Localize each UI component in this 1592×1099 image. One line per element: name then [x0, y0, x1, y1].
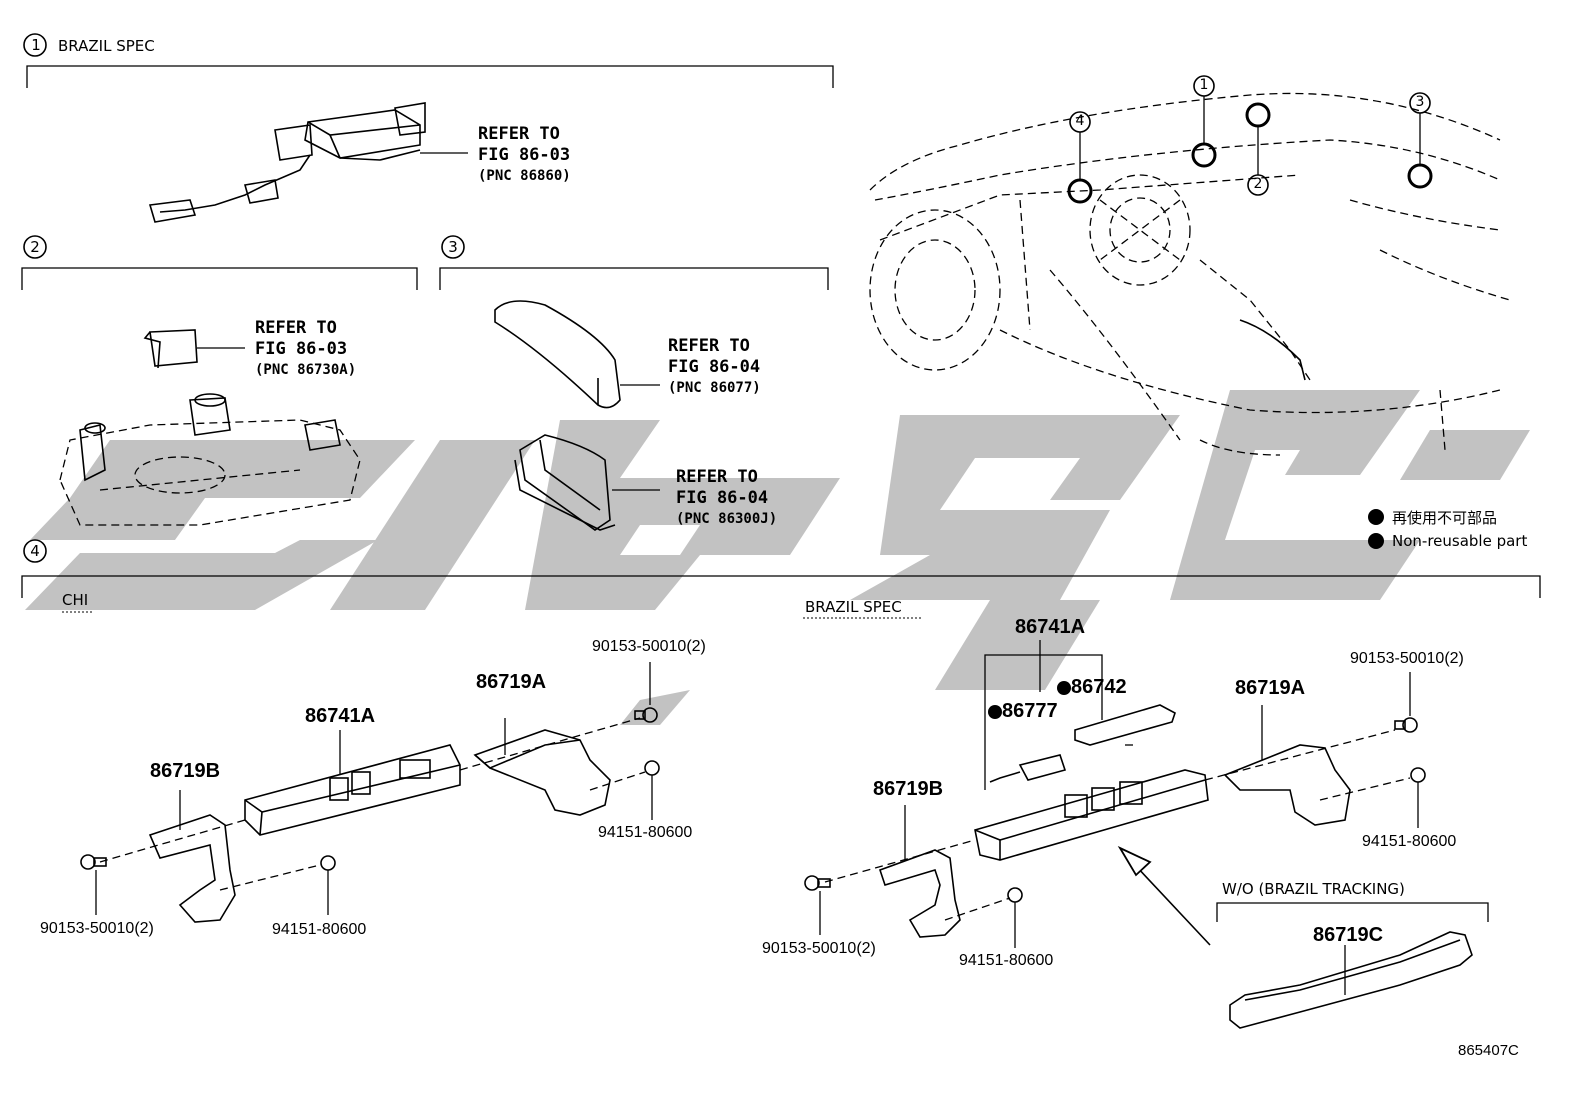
chi-bolt-bottom: 90153-50010(2)	[40, 920, 154, 937]
legend-jp: 再使用不可部品	[1392, 509, 1498, 527]
chi-nut-bottom: 94151-80600	[272, 921, 367, 938]
section-4-label: 4	[30, 542, 40, 560]
legend-dot-jp	[1368, 509, 1384, 525]
section-4-number-circle	[23, 539, 47, 563]
shark-fin-antenna-cover	[494, 300, 660, 409]
chi-86741A: 86741A	[305, 705, 376, 727]
car-callout-2: 2	[1253, 176, 1263, 192]
brazil-86719A: 86719A	[1235, 677, 1306, 699]
non-reusable-dot-86742	[1057, 680, 1071, 695]
chi-assembly-drawing	[80, 662, 660, 923]
watermark-logo	[25, 390, 1530, 725]
refer-note-1: REFER TO FIG 86-03 (PNC 86860)	[478, 124, 571, 184]
overhead-console-drawing	[59, 393, 361, 526]
antenna-base-drawing	[514, 434, 660, 531]
non-reusable-dot-86777	[988, 704, 1002, 719]
legend-en: Non-reusable part	[1392, 532, 1528, 550]
brazil-86742-row: 86742	[1057, 676, 1127, 699]
refer-note-3: REFER TO FIG 86-04 (PNC 86077)	[668, 336, 761, 396]
brazil-nut-top: 94151-80600	[1362, 833, 1457, 850]
section-1-title: BRAZIL SPEC	[58, 37, 155, 55]
chi-86719B: 86719B	[150, 760, 221, 782]
section-1-number-circle	[23, 33, 47, 57]
brazil-86719C: 86719C	[1313, 924, 1384, 946]
brazil-86777-row: 86777	[988, 700, 1058, 723]
small-sensor-drawing	[143, 329, 245, 369]
brazil-bolt-top: 90153-50010(2)	[1350, 650, 1464, 667]
section-3-label: 3	[448, 238, 458, 256]
car-callout-3: 3	[1415, 94, 1425, 110]
car-callout-4: 4	[1075, 113, 1085, 129]
chi-title: CHI	[62, 591, 89, 609]
section-4	[21, 539, 1541, 1029]
vehicle-interior-overview	[869, 75, 1511, 456]
brazil-86719B: 86719B	[873, 778, 944, 800]
chi-86719A: 86719A	[476, 671, 547, 693]
section-1	[23, 33, 834, 223]
receiver-assembly-drawing	[148, 102, 426, 223]
section-3-number-circle	[441, 235, 465, 259]
section-2-label: 2	[30, 238, 40, 256]
chi-bolt-top: 90153-50010(2)	[592, 638, 706, 655]
brazil-86741A: 86741A	[1015, 616, 1086, 638]
section-2	[21, 235, 418, 526]
chi-nut-top: 94151-80600	[598, 824, 693, 841]
section-1-label: 1	[31, 36, 41, 54]
legend-dot-en	[1368, 533, 1384, 549]
section-3	[439, 235, 829, 531]
refer-note-2: REFER TO FIG 86-03 (PNC 86730A)	[255, 318, 357, 378]
refer-note-4: REFER TO FIG 86-04 (PNC 86300J)	[676, 467, 778, 527]
wo-brazil-tracking-title: W/O (BRAZIL TRACKING)	[1222, 880, 1405, 898]
section-2-number-circle	[23, 235, 47, 259]
brazil-bolt-bottom: 90153-50010(2)	[762, 940, 876, 957]
brazil-assembly-drawing	[804, 640, 1489, 1029]
car-callout-1: 1	[1199, 77, 1209, 93]
brazil-nut-bottom: 94151-80600	[959, 952, 1054, 969]
figure-code: 865407C	[1458, 1042, 1519, 1059]
brazil-title: BRAZIL SPEC	[805, 598, 902, 616]
